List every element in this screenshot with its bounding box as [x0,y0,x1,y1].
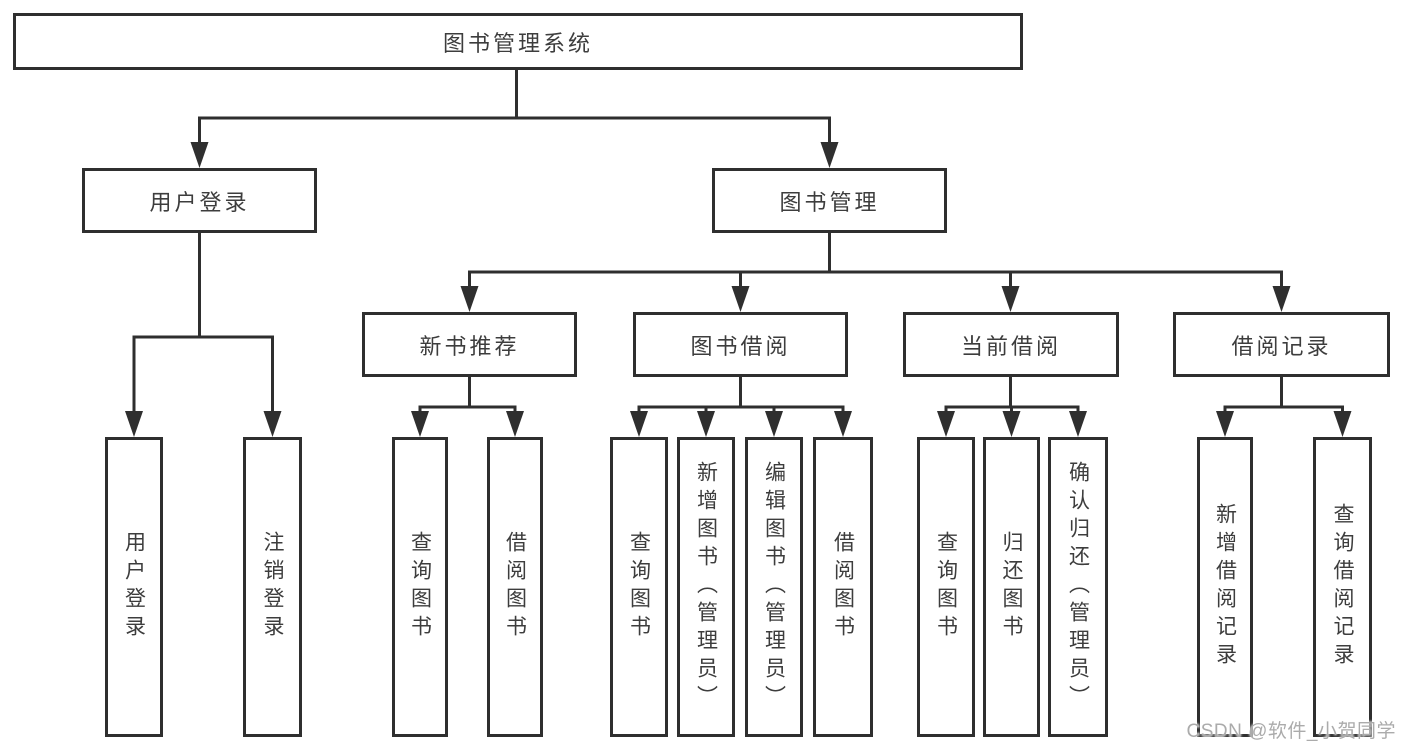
arrowhead-icon [820,142,839,168]
leaf-borrow-books-1: 借阅图书 [487,437,543,737]
node-current-borrowing: 当前借阅 [903,312,1119,377]
node-label: 图书管理 [779,189,880,215]
node-label: 查询图书 [408,531,432,643]
arrowhead-icon [411,411,429,437]
leaf-user-login: 用户登录 [105,437,163,737]
node-label: 查询借阅记录 [1331,503,1354,671]
arrowhead-icon [506,411,524,437]
node-book-borrowing: 图书借阅 [633,312,848,377]
node-root-system: 图书管理系统 [13,13,1023,70]
node-borrow-records: 借阅记录 [1173,312,1390,377]
node-label: 借阅图书 [831,531,855,643]
arrowhead-icon [731,286,750,312]
node-label: 归还图书 [1000,531,1023,643]
node-label: 借阅记录 [1231,333,1332,359]
node-book-management: 图书管理 [712,168,947,233]
arrowhead-icon [834,411,852,437]
node-label: 编辑图书（管理员） [762,461,786,713]
leaf-logout: 注销登录 [243,437,302,737]
arrowhead-icon [630,411,648,437]
arrowhead-icon [697,411,715,437]
arrowhead-icon [125,411,143,437]
node-label: 新增图书（管理员） [694,461,718,713]
arrowhead-icon [765,411,783,437]
leaf-confirm-return-admin: 确认归还（管理员） [1048,437,1108,737]
node-label: 图书管理系统 [442,30,593,56]
node-label: 注销登录 [261,531,284,643]
leaf-add-books-admin: 新增图书（管理员） [677,437,735,737]
leaf-query-books-1: 查询图书 [392,437,448,737]
node-user-login-group: 用户登录 [82,168,317,233]
arrowhead-icon [460,286,479,312]
node-label: 图书借阅 [690,333,791,359]
node-label: 借阅图书 [503,531,527,643]
leaf-return-books: 归还图书 [983,437,1040,737]
leaf-query-books-3: 查询图书 [917,437,975,737]
node-label: 用户登录 [149,189,250,215]
node-label: 新书推荐 [419,333,520,359]
arrowhead-icon [190,142,209,168]
leaf-edit-books-admin: 编辑图书（管理员） [745,437,803,737]
node-label: 查询图书 [627,531,651,643]
node-label: 用户登录 [122,531,146,643]
node-label: 新增借阅记录 [1213,503,1237,671]
arrowhead-icon [1001,286,1020,312]
node-label: 确认归还（管理员） [1066,461,1090,713]
leaf-query-borrow-record: 查询借阅记录 [1313,437,1372,737]
leaf-borrow-books-2: 借阅图书 [813,437,873,737]
leaf-add-borrow-record: 新增借阅记录 [1197,437,1253,737]
leaf-query-books-2: 查询图书 [610,437,668,737]
arrowhead-icon [263,411,282,437]
arrowhead-icon [937,411,955,437]
node-new-book-recommend: 新书推荐 [362,312,577,377]
arrowhead-icon [1069,411,1087,437]
arrowhead-icon [1216,411,1234,437]
node-label: 当前借阅 [960,333,1061,359]
arrowhead-icon [1002,411,1021,437]
arrowhead-icon [1272,286,1291,312]
node-label: 查询图书 [934,531,958,643]
arrowhead-icon [1333,411,1352,437]
csdn-watermark: CSDN @软件_小贺同学 [1186,721,1396,742]
